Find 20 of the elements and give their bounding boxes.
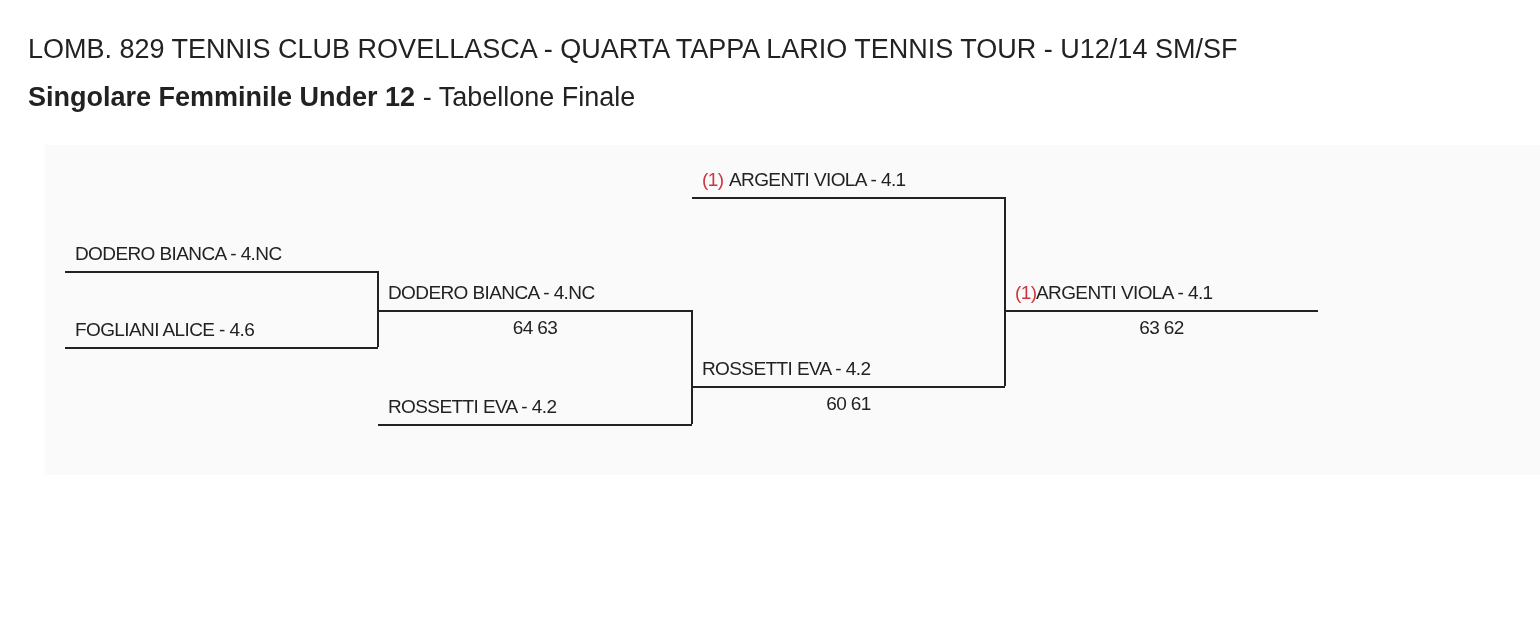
- bracket-connector: [1004, 309, 1007, 387]
- bracket-connector: [1004, 196, 1007, 311]
- score-text: 60 61: [826, 393, 871, 415]
- player-name: DODERO BIANCA - 4.NC: [75, 243, 282, 265]
- player-name: ROSSETTI EVA - 4.2: [702, 358, 871, 380]
- subtitle: Singolare Femminile Under 12 - Tabellone Finale: [28, 82, 636, 113]
- player-name: DODERO BIANCA - 4.NC: [388, 282, 595, 304]
- score-text: 63 62: [1139, 317, 1184, 339]
- player-name: FOGLIANI ALICE - 4.6: [75, 319, 255, 341]
- bracket-connector: [691, 385, 694, 425]
- seed-number: (1): [702, 169, 724, 191]
- player-name: ROSSETTI EVA - 4.2: [388, 396, 557, 418]
- player-name: ARGENTI VIOLA - 4.1: [1036, 282, 1213, 304]
- seed-number: (1): [1015, 282, 1037, 304]
- bracket-connector: [377, 309, 380, 348]
- score-text: 64 63: [512, 317, 558, 339]
- bracket-connector: [691, 309, 694, 387]
- title: LOMB. 829 TENNIS CLUB ROVELLASCA - QUARTA TAPPA LARIO TENNIS TOUR - U12/14 SM/SF: [28, 34, 1238, 65]
- bracket-connector: [377, 270, 380, 311]
- player-name: ARGENTI VIOLA - 4.1: [729, 169, 906, 191]
